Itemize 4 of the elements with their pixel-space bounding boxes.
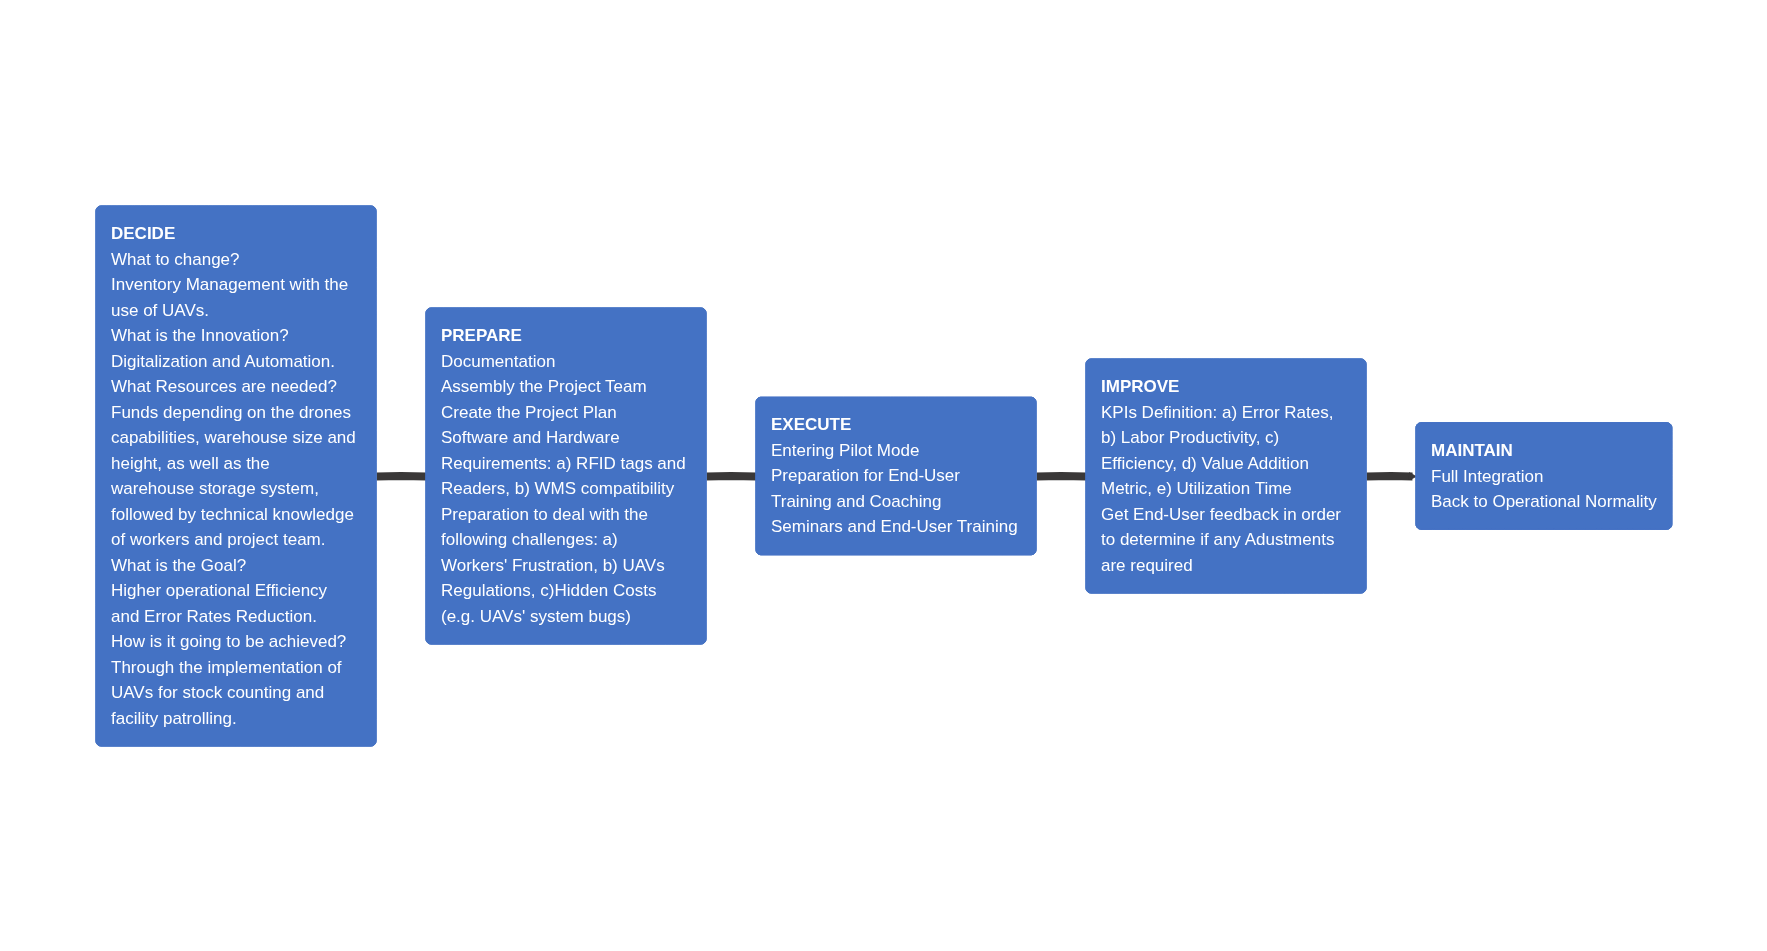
connector: [376, 471, 427, 480]
connector: [706, 471, 757, 480]
connector: [1036, 471, 1087, 480]
arrow: [1366, 471, 1417, 481]
